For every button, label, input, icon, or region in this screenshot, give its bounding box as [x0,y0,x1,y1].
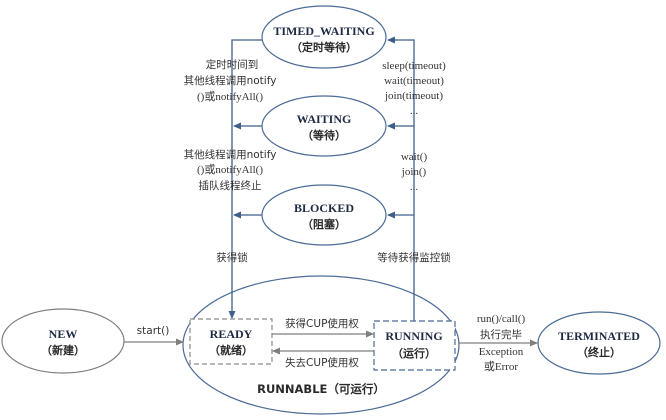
state-ready: READY （就绪） [189,318,273,365]
terminate-label: run()/call() 执行完毕 Exception 或Error [477,313,526,373]
wait-monitor-lock-label: 等待获得监控锁 [377,251,451,264]
timed-enter-line-1: sleep(timeout) [382,60,446,72]
state-new: NEW （新建） [1,308,125,374]
terminated-sub: （终止） [577,345,621,359]
terminated-title: TERMINATED [558,329,640,343]
running-box [373,320,456,371]
state-timed-waiting: TIMED_WAITING （定时等待） [261,5,387,69]
timed-enter-line-2: wait(timeout) [384,75,444,87]
waiting-ellipse [261,95,387,157]
waiting-enter-line-1: wait() [401,151,428,163]
timed-enter-label: sleep(timeout) wait(timeout) join(timeou… [382,60,446,117]
timed-return-line-2: 其他线程调用notify [184,74,277,87]
state-terminated: TERMINATED （终止） [537,311,661,375]
ready-title: READY [210,327,253,341]
get-cpu-label: 获得CUP使用权 [285,317,359,330]
timed-return-line-1: 定时时间到 [206,58,259,71]
blocked-title: BLOCKED [294,201,354,215]
runnable-label: RUNNABLE（可运行） [257,382,385,396]
blocked-ellipse [261,184,387,246]
timed-enter-line-3: join(timeout) [384,90,443,102]
terminate-line-1: run()/call() [477,313,526,325]
enter-line-right [387,36,415,321]
waiting-return-label: 其他线程调用notify ()或notifyAll() 插队线程终止 [184,148,277,192]
get-lock-label: 获得锁 [216,251,248,264]
new-ellipse [1,308,125,374]
lose-cpu-label: 失去CUP使用权 [285,356,359,369]
waiting-enter-line-3: ... [410,181,419,193]
timed-waiting-sub: （定时等待） [291,40,357,54]
timed-waiting-ellipse [261,5,387,69]
return-line-left [228,39,263,319]
timed-return-line-3: ()或notifyAll() [197,90,263,103]
waiting-title: WAITING [297,112,352,126]
waiting-sub: （等待） [302,128,346,142]
timed-return-label: 定时时间到 其他线程调用notify ()或notifyAll() [184,58,277,103]
waiting-return-line-2: ()或notifyAll() [197,163,263,176]
waiting-enter-label: wait() join() ... [401,151,428,193]
terminated-ellipse [537,311,661,375]
terminate-line-4: 或Error [484,360,519,373]
state-waiting: WAITING （等待） [261,95,387,157]
start-label: start() [137,325,170,337]
state-running: RUNNING （运行） [373,320,456,371]
terminate-line-3: Exception [479,346,524,358]
running-title: RUNNING [385,329,442,343]
ready-sub: （就绪） [209,343,253,357]
waiting-return-line-1: 其他线程调用notify [184,148,277,161]
running-sub: （运行） [392,346,436,360]
ready-box [189,318,273,365]
waiting-enter-line-2: join() [401,166,427,178]
new-title: NEW [49,327,78,341]
state-blocked: BLOCKED （阻塞） [261,184,387,246]
timed-waiting-title: TIMED_WAITING [273,24,374,38]
new-sub: （新建） [41,343,85,357]
blocked-sub: （阻塞） [302,217,346,231]
waiting-return-line-3: 插队线程终止 [199,179,262,192]
timed-enter-line-4: ... [410,105,419,117]
terminate-line-2: 执行完毕 [480,328,522,341]
